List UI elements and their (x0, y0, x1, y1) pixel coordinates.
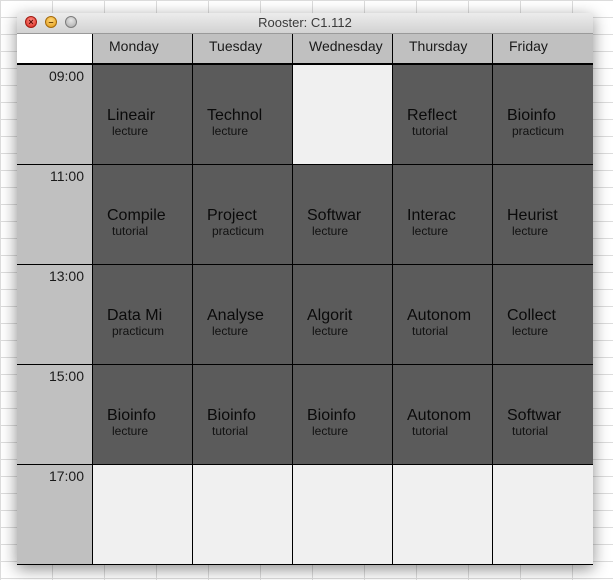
time-label: 15:00 (48, 368, 84, 384)
time-header: 11:00 (17, 165, 92, 264)
course-name: Analyse (207, 307, 264, 324)
day-label: Tuesday (209, 38, 263, 54)
course-name: Algorit (307, 307, 353, 324)
corner-cell (17, 34, 92, 63)
timetable-grid: Monday Tuesday Wednesday Thursday Friday 09:0… (17, 34, 593, 565)
session-type: practicum (112, 324, 165, 338)
course-name: Bioinfo (507, 107, 556, 124)
time-header: 09:00 (17, 65, 92, 164)
session-type: lecture (312, 424, 349, 438)
time-label: 13:00 (48, 268, 84, 284)
day-header: Tuesday (193, 34, 292, 63)
course-name: Autonom (407, 407, 472, 424)
course-name: Lineair (107, 107, 156, 124)
course-name: Bioinfo (107, 407, 156, 424)
day-header: Thursday (393, 34, 492, 63)
session-type: lecture (212, 124, 249, 138)
day-label: Friday (509, 38, 548, 54)
minimize-icon: – (48, 17, 54, 27)
session-type: lecture (312, 324, 349, 338)
time-label: 17:00 (48, 468, 84, 484)
empty-slot[interactable] (293, 65, 392, 164)
empty-slot[interactable] (193, 465, 292, 564)
course-name: Bioinfo (307, 407, 356, 424)
session-type: tutorial (512, 424, 549, 438)
course-name: Compile (107, 207, 166, 224)
course-name: Technol (207, 107, 263, 124)
minimize-button[interactable]: – (45, 16, 57, 28)
window-title: Rooster: C1.112 (258, 15, 352, 30)
time-label: 09:00 (48, 68, 84, 84)
day-header: Wednesday (293, 34, 392, 63)
time-header: 15:00 (17, 365, 92, 464)
empty-slot[interactable] (293, 465, 392, 564)
session-type: practicum (512, 124, 565, 138)
empty-slot[interactable] (393, 465, 492, 564)
title-bar[interactable]: × – Rooster: C1.112 (17, 13, 593, 34)
course-name: Softwar (507, 407, 562, 424)
course-name: Reflect (407, 107, 457, 124)
day-header: Friday (493, 34, 593, 63)
empty-slot[interactable] (493, 465, 593, 564)
session-type: lecture (512, 324, 549, 338)
session-type: tutorial (112, 224, 149, 238)
day-header: Monday (93, 34, 192, 63)
course-name: Project (207, 207, 257, 224)
course-name: Data Mi (107, 307, 163, 324)
session-type: lecture (212, 324, 249, 338)
course-name: Heurist (507, 207, 558, 224)
session-type: lecture (112, 424, 149, 438)
session-type: tutorial (412, 324, 449, 338)
empty-slot[interactable] (93, 465, 192, 564)
session-type: tutorial (212, 424, 249, 438)
session-type: lecture (312, 224, 349, 238)
course-name: Collect (507, 307, 556, 324)
time-header: 17:00 (17, 465, 92, 564)
time-label: 11:00 (50, 168, 84, 184)
close-button[interactable]: × (25, 16, 37, 28)
zoom-button[interactable] (65, 16, 77, 28)
session-type: lecture (112, 124, 149, 138)
day-label: Monday (109, 38, 159, 54)
schedule-window: × – Rooster: C1.112 Monday Tuesday Wednesd… (17, 13, 593, 565)
session-type: practicum (212, 224, 265, 238)
course-name: Bioinfo (207, 407, 256, 424)
session-type: lecture (512, 224, 549, 238)
time-header: 13:00 (17, 265, 92, 364)
course-name: Interac (407, 207, 456, 224)
close-icon: × (28, 17, 34, 27)
course-name: Softwar (307, 207, 362, 224)
day-label: Wednesday (309, 38, 383, 54)
session-type: tutorial (412, 424, 449, 438)
course-name: Autonom (407, 307, 472, 324)
session-type: tutorial (412, 124, 449, 138)
session-type: lecture (412, 224, 449, 238)
day-label: Thursday (409, 38, 468, 54)
